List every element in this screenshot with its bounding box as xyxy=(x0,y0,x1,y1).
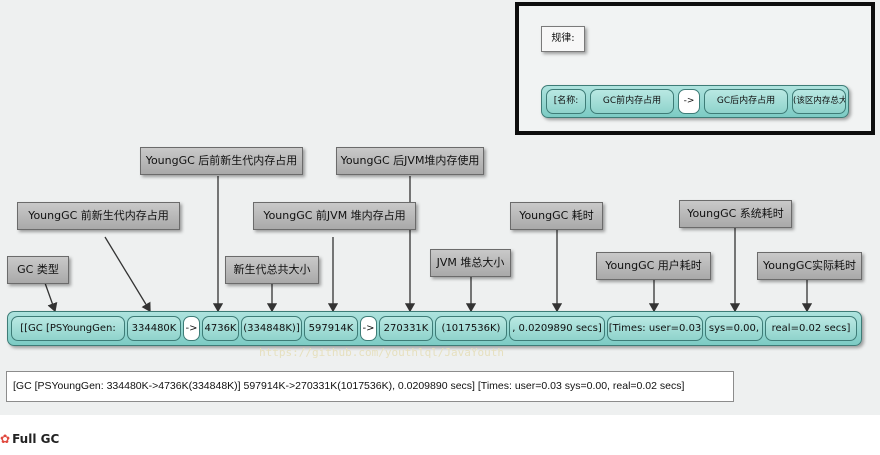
arrow-gc-type xyxy=(44,282,58,313)
label-heap-total: JVM 堆总大小 xyxy=(430,249,511,277)
section-title: Full GC xyxy=(12,432,60,446)
label-young-before: YoungGC 前新生代内存占用 xyxy=(17,202,180,230)
arrow-young-before xyxy=(104,236,151,313)
raw-gc-log-line: [GC [PSYoungGen: 334480K->4736K(334848K)… xyxy=(6,371,734,402)
legend-bar: [名称: GC前内存占用 -> GC后内存占用 (该区内存总大小) xyxy=(541,85,849,118)
label-gc-type: GC 类型 xyxy=(7,256,69,284)
log-seg-jvm-before: 597914K xyxy=(304,316,358,341)
watermark: https://github.com/youthlql/JavaYouth xyxy=(259,346,505,359)
log-seg-arrow-2: -> xyxy=(360,316,377,341)
log-seg-heap-total: (1017536K) xyxy=(435,316,507,341)
legend-item-before: GC前内存占用 xyxy=(590,89,674,114)
label-jvm-before: YoungGC 前JVM 堆内存占用 xyxy=(253,202,416,230)
label-user-time: YoungGC 用户耗时 xyxy=(596,252,711,280)
log-seg-young-before: 334480K xyxy=(127,316,181,341)
log-seg-jvm-after: 270331K xyxy=(379,316,433,341)
log-seg-sys-time: sys=0.00, xyxy=(705,316,763,341)
log-seg-young-total: (334848K)] xyxy=(241,316,302,341)
label-gc-time: YoungGC 耗时 xyxy=(510,202,603,230)
legend-box: 规律: [名称: GC前内存占用 -> GC后内存占用 (该区内存总大小) xyxy=(515,2,875,135)
log-seg-young-after: 4736K xyxy=(202,316,239,341)
log-seg-gc-type: [[GC [PSYoungGen: xyxy=(11,316,125,341)
legend-item-name: [名称: xyxy=(546,89,586,114)
log-seg-user-time: [Times: user=0.03 xyxy=(607,316,703,341)
label-young-total: 新生代总共大小 xyxy=(225,256,319,284)
log-seg-arrow-1: -> xyxy=(183,316,200,341)
gc-log-diagram: 规律: [名称: GC前内存占用 -> GC后内存占用 (该区内存总大小) xyxy=(0,0,880,415)
label-young-after: YoungGC 后前新生代内存占用 xyxy=(140,147,303,175)
section-heading: ✿Full GC xyxy=(0,426,59,452)
legend-item-after: GC后内存占用 xyxy=(704,89,788,114)
label-jvm-after: YoungGC 后JVM堆内存使用 xyxy=(336,147,484,175)
log-seg-gc-time: , 0.0209890 secs] xyxy=(509,316,605,341)
legend-title: 规律: xyxy=(541,26,585,52)
flower-icon: ✿ xyxy=(0,432,11,446)
legend-item-total: (该区内存总大小) xyxy=(792,89,846,114)
label-real-time: YoungGC实际耗时 xyxy=(757,252,862,280)
gc-log-bar: [[GC [PSYoungGen: 334480K -> 4736K (3348… xyxy=(7,311,862,346)
legend-item-arrow: -> xyxy=(678,89,700,114)
callout-arrows xyxy=(44,176,813,313)
log-seg-real-time: real=0.02 secs] xyxy=(765,316,857,341)
label-sys-time: YoungGC 系统耗时 xyxy=(679,200,792,228)
